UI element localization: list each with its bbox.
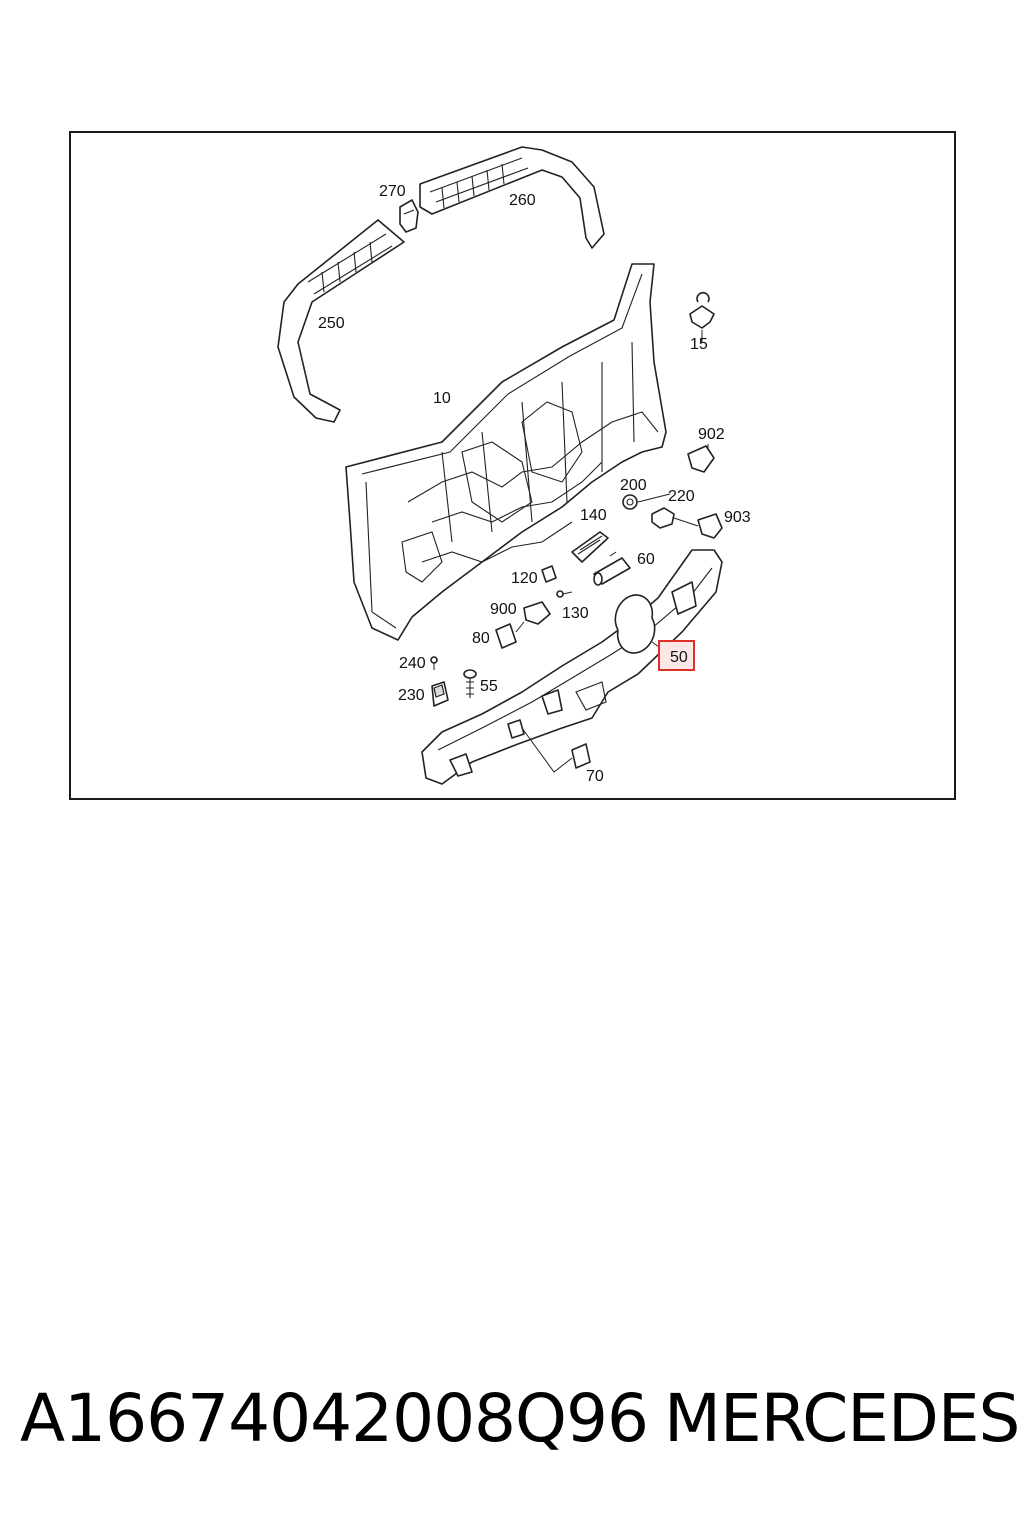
part-120-clip [541, 565, 557, 583]
part-220-switch [651, 507, 675, 529]
part-60-cylinder [593, 557, 631, 586]
footer: A16674042008Q96 MERCEDES [0, 1380, 1024, 1470]
callout-220: 220 [668, 488, 695, 505]
callout-70: 70 [586, 768, 604, 785]
part-270-clip [399, 199, 419, 233]
callout-55: 55 [480, 678, 498, 695]
callout-240: 240 [399, 655, 426, 672]
callout-140: 140 [580, 507, 607, 524]
brand-name: MERCEDES [664, 1380, 1020, 1457]
callout-900: 900 [490, 601, 517, 618]
callout-270: 270 [379, 183, 406, 200]
part-number: A16674042008Q96 [20, 1380, 649, 1457]
callout-50: 50 [670, 649, 688, 666]
part-10-tailgate-panel [345, 263, 667, 641]
parts-diagram: 270 260 250 15 10 902 200 220 903 140 60… [277, 146, 751, 785]
part-80-lock [495, 621, 525, 649]
callout-15: 15 [690, 336, 708, 353]
part-140-handle [571, 531, 609, 563]
part-900-patch [523, 601, 551, 625]
diagram-frame: 270 260 250 15 10 902 200 220 903 140 60… [69, 131, 956, 800]
callout-230: 230 [398, 687, 425, 704]
part-130-screw [556, 590, 573, 598]
part-70-clip [507, 719, 591, 773]
part-200-grommet [622, 494, 638, 510]
callout-60: 60 [637, 551, 655, 568]
callout-120: 120 [511, 570, 538, 587]
part-55-bolt [463, 669, 477, 698]
callout-130: 130 [562, 605, 589, 622]
part-240-screw [430, 656, 438, 670]
callout-250: 250 [318, 315, 345, 332]
part-230-bracket [431, 681, 449, 707]
callout-10: 10 [433, 390, 451, 407]
part-260-trim [419, 146, 605, 249]
part-250-trim [277, 219, 405, 423]
callout-200: 200 [620, 477, 647, 494]
part-902-patch [687, 445, 715, 473]
callout-80: 80 [472, 630, 490, 647]
callout-902: 902 [698, 426, 725, 443]
part-50-lower-cover [421, 549, 723, 785]
callout-260: 260 [509, 192, 536, 209]
part-903-patch [697, 513, 723, 539]
callout-50-highlight: 50 [658, 640, 695, 671]
part-15-clip [689, 291, 715, 329]
callout-903: 903 [724, 509, 751, 526]
